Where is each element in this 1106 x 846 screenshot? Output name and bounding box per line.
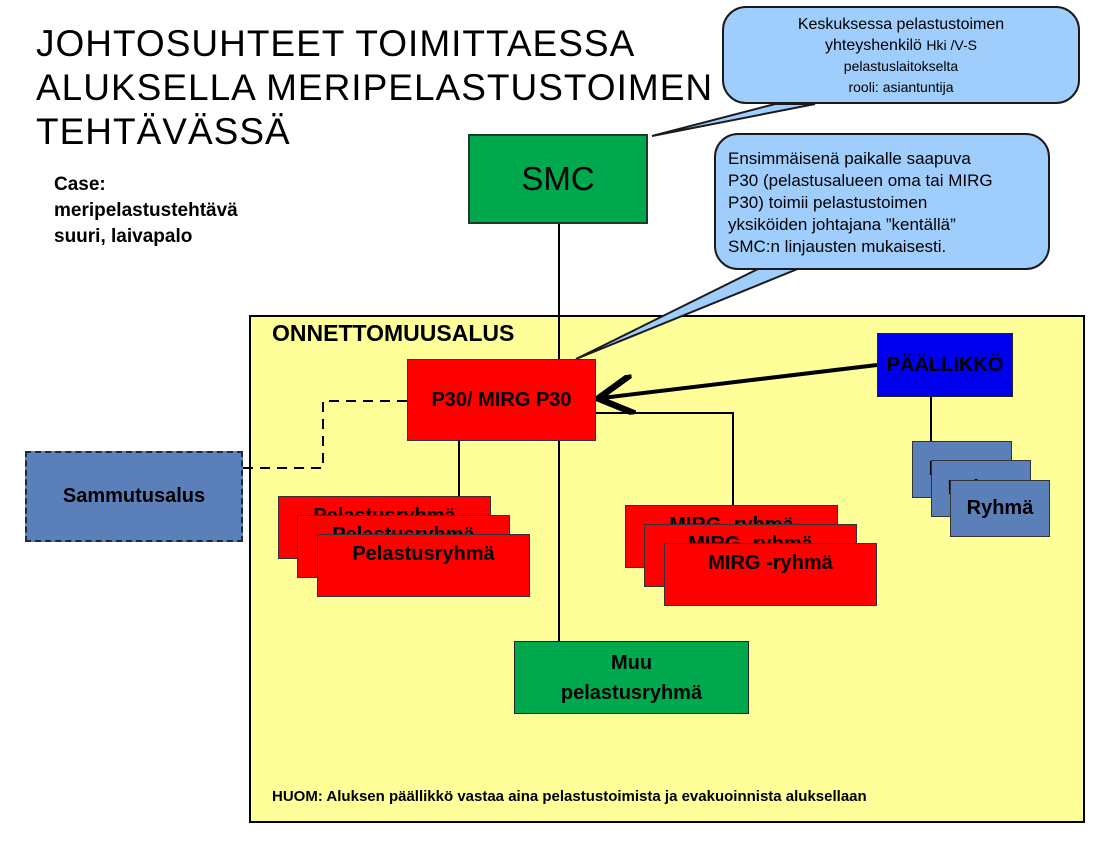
smc-box: SMC bbox=[468, 134, 648, 224]
callout-field-line-3: P30) toimii pelastustoimen bbox=[728, 193, 928, 212]
title-line-3: TEHTÄVÄSSÄ bbox=[36, 111, 291, 152]
case-line-1: Case: bbox=[54, 174, 106, 195]
callout-field-line-5: SMC:n linjausten mukaisesti. bbox=[728, 237, 947, 256]
crew-group-3: Ryhmä bbox=[950, 480, 1050, 537]
other-rescue-group-box: Muu pelastusryhmä bbox=[514, 641, 749, 714]
captain-box: PÄÄLLIKKÖ bbox=[877, 333, 1013, 397]
title-line-2: ALUKSELLA MERIPELASTUSTOIMEN bbox=[36, 67, 714, 108]
callout-center-line-2a: yhteyshenkilö bbox=[825, 37, 922, 54]
extinguisher-ship-box: Sammutusalus bbox=[25, 451, 243, 542]
page-title: JOHTOSUHTEET TOIMITTAESSA ALUKSELLA MERI… bbox=[36, 22, 736, 154]
arrow-captain-p30 bbox=[602, 363, 878, 398]
ship-label: ONNETTOMUUSALUS bbox=[272, 320, 515, 346]
callout-center-line-4: rooli: asiantuntija bbox=[848, 79, 954, 95]
callout-center-line-2: yhteyshenkilö Hki /V-S bbox=[724, 35, 1078, 56]
bubble-field-tail bbox=[575, 267, 801, 360]
case-description: Case: meripelastustehtävä suuri, laivapa… bbox=[54, 172, 238, 250]
title-line-1: JOHTOSUHTEET TOIMITTAESSA bbox=[36, 23, 636, 64]
callout-center-line-3: pelastuslaitokselta bbox=[843, 58, 959, 74]
callout-field-command: Ensimmäisenä paikalle saapuva P30 (pelas… bbox=[714, 133, 1050, 270]
callout-center-contact: Keskuksessa pelastustoimen yhteyshenkilö… bbox=[722, 6, 1080, 104]
case-line-3: suuri, laivapalo bbox=[54, 226, 193, 247]
line-p30-mirg bbox=[596, 412, 734, 506]
callout-field-line-2: P30 (pelastusalueen oma tai MIRG bbox=[728, 171, 993, 190]
callout-center-line-2b: Hki /V-S bbox=[926, 37, 977, 53]
callout-center-line-1: Keskuksessa pelastustoimen bbox=[797, 16, 1005, 33]
rescue-group-3: Pelastusryhmä bbox=[317, 534, 530, 597]
p30-mirg-box: P30/ MIRG P30 bbox=[407, 359, 596, 441]
callout-field-line-4: yksiköiden johtajana ”kentällä” bbox=[728, 215, 956, 234]
mirg-group-3: MIRG -ryhmä bbox=[664, 543, 877, 606]
other-rescue-line-1: Muu bbox=[610, 651, 653, 674]
bubble-center-tail bbox=[651, 103, 816, 137]
callout-field-line-1: Ensimmäisenä paikalle saapuva bbox=[728, 149, 971, 168]
note-text: HUOM: Aluksen päällikkö vastaa aina pela… bbox=[272, 788, 867, 805]
case-line-2: meripelastustehtävä bbox=[54, 200, 238, 221]
line-dashed-extinguisher bbox=[243, 400, 407, 469]
other-rescue-line-2: pelastusryhmä bbox=[560, 681, 703, 704]
